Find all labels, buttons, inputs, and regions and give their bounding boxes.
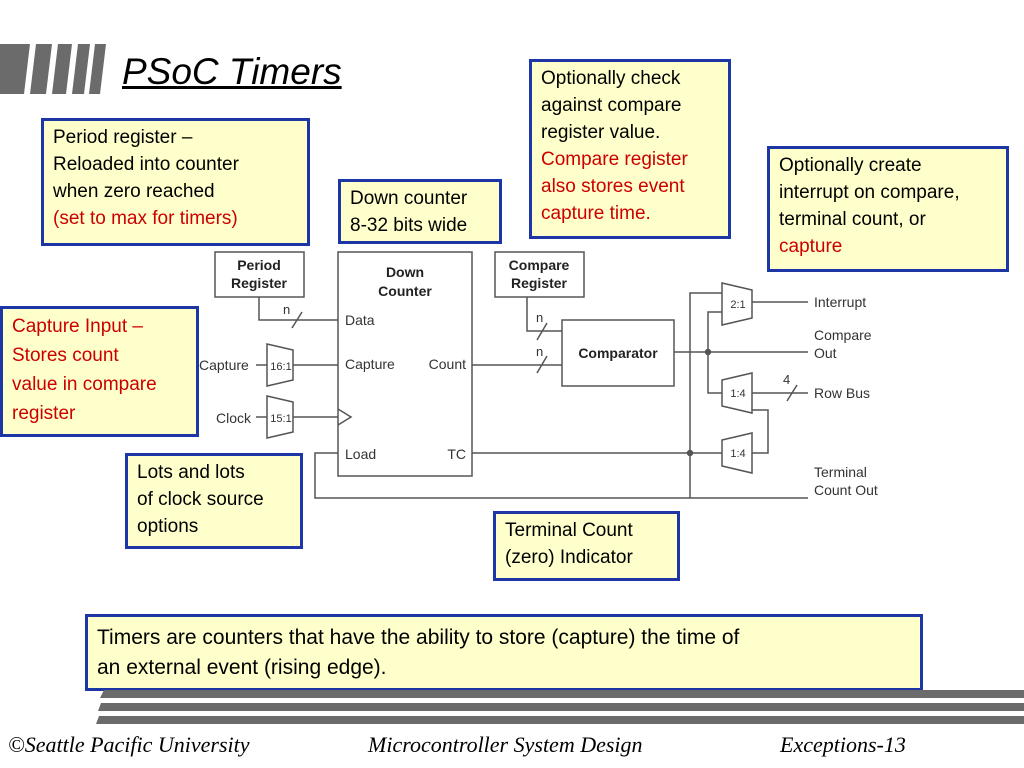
clock-input-label: Clock	[216, 410, 252, 426]
rowbus-demux-label: 1:4	[730, 388, 745, 400]
down-counter-label-2: Counter	[378, 283, 432, 299]
note-period-register: Period register – Reloaded into counter …	[41, 118, 310, 246]
period-register-block	[214, 251, 305, 298]
output-terminal-count-1: Terminal	[814, 464, 867, 480]
clock-mux	[266, 395, 294, 439]
interrupt-mux-label: 2:1	[730, 299, 745, 311]
compare-register-block	[494, 251, 585, 298]
note-clock-source: Lots and lots of clock source options	[125, 453, 303, 549]
bus-width-n-data: n	[283, 302, 290, 317]
capture-input-label: Capture	[199, 357, 249, 373]
footer-left: ©Seattle Pacific University	[8, 732, 250, 757]
pin-tc: TC	[447, 446, 466, 462]
rowbus-demux	[721, 372, 753, 414]
period-register-label-1: Period	[237, 257, 281, 273]
output-terminal-count-2: Count Out	[814, 482, 878, 498]
footer-center: Microcontroller System Design	[368, 732, 643, 757]
terminal-demux	[721, 432, 753, 474]
footer-right: Exceptions-13	[780, 732, 906, 757]
note-down-counter: Down counter 8-32 bits wide	[338, 179, 502, 244]
capture-mux	[266, 343, 294, 387]
compare-register-label-1: Compare	[509, 257, 570, 273]
note-compare-register: Optionally check against compare registe…	[529, 59, 731, 239]
down-counter-label-1: Down	[386, 264, 424, 280]
note-interrupt: Optionally create interrupt on compare, …	[767, 146, 1009, 272]
comparator-block	[561, 319, 675, 387]
comparator-label: Comparator	[578, 345, 658, 361]
output-interrupt: Interrupt	[814, 294, 866, 310]
capture-mux-label: 16:1	[270, 361, 291, 373]
summary-box: Timers are counters that have the abilit…	[85, 614, 923, 691]
pin-count: Count	[429, 356, 466, 372]
pin-capture: Capture	[345, 356, 395, 372]
output-compare-out-2: Out	[814, 345, 837, 361]
page-title: PSoC Timers	[122, 51, 342, 92]
pin-load: Load	[345, 446, 376, 462]
bus-width-rowbus: 4	[783, 372, 790, 387]
logo-bars	[0, 44, 106, 94]
note-terminal-count: Terminal Count (zero) Indicator	[493, 511, 680, 581]
clock-input-triangle	[337, 408, 353, 426]
pin-data: Data	[345, 312, 375, 328]
output-row-bus: Row Bus	[814, 385, 870, 401]
period-register-label-2: Register	[231, 275, 288, 291]
compare-register-label-2: Register	[511, 275, 568, 291]
terminal-demux-label: 1:4	[730, 448, 745, 460]
output-compare-out-1: Compare	[814, 327, 872, 343]
bus-width-n-compare: n	[536, 310, 543, 325]
down-counter-block	[337, 251, 473, 477]
interrupt-mux	[721, 282, 753, 326]
footer-bars	[96, 690, 1024, 724]
bus-width-n-count: n	[536, 344, 543, 359]
note-capture-input: Capture Input – Stores count value in co…	[0, 306, 199, 437]
clock-mux-label: 15:1	[270, 413, 291, 425]
